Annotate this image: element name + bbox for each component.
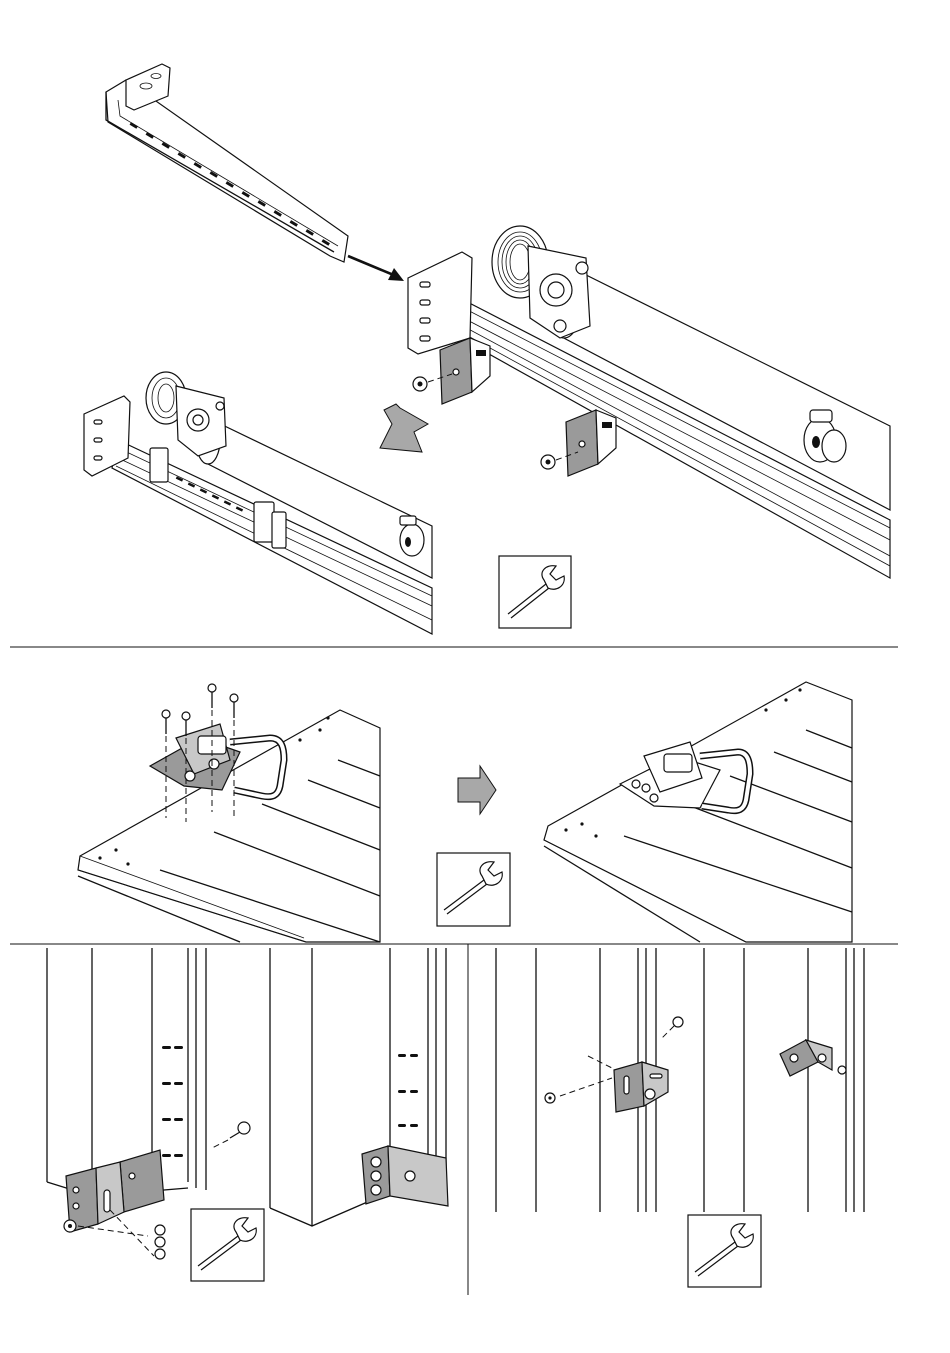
arrow-right-icon <box>458 766 496 814</box>
door-panel-before <box>78 710 380 942</box>
wrench-icon-bottom-right <box>688 1215 761 1287</box>
post-slots <box>162 1046 183 1157</box>
step-bottom-right-panel <box>496 948 864 1287</box>
slotted-rail <box>106 64 348 262</box>
step-top-panel <box>84 64 890 634</box>
wrench-icon-middle <box>437 853 510 926</box>
post-slots-2 <box>398 1054 418 1127</box>
door-panel-after <box>544 682 852 942</box>
spring-shaft-assembly <box>408 226 890 578</box>
bolts-exploded <box>162 684 238 736</box>
step-bottom-left-panel <box>47 948 448 1281</box>
wrench-icon <box>499 556 571 628</box>
insert-arrow-icon <box>348 256 404 281</box>
assembled-result <box>84 372 432 634</box>
mounting-bracket-2 <box>541 410 616 476</box>
step-middle-panel <box>78 682 852 942</box>
wrench-icon-bottom-left <box>191 1209 264 1281</box>
arrow-down-left-icon <box>380 404 428 452</box>
